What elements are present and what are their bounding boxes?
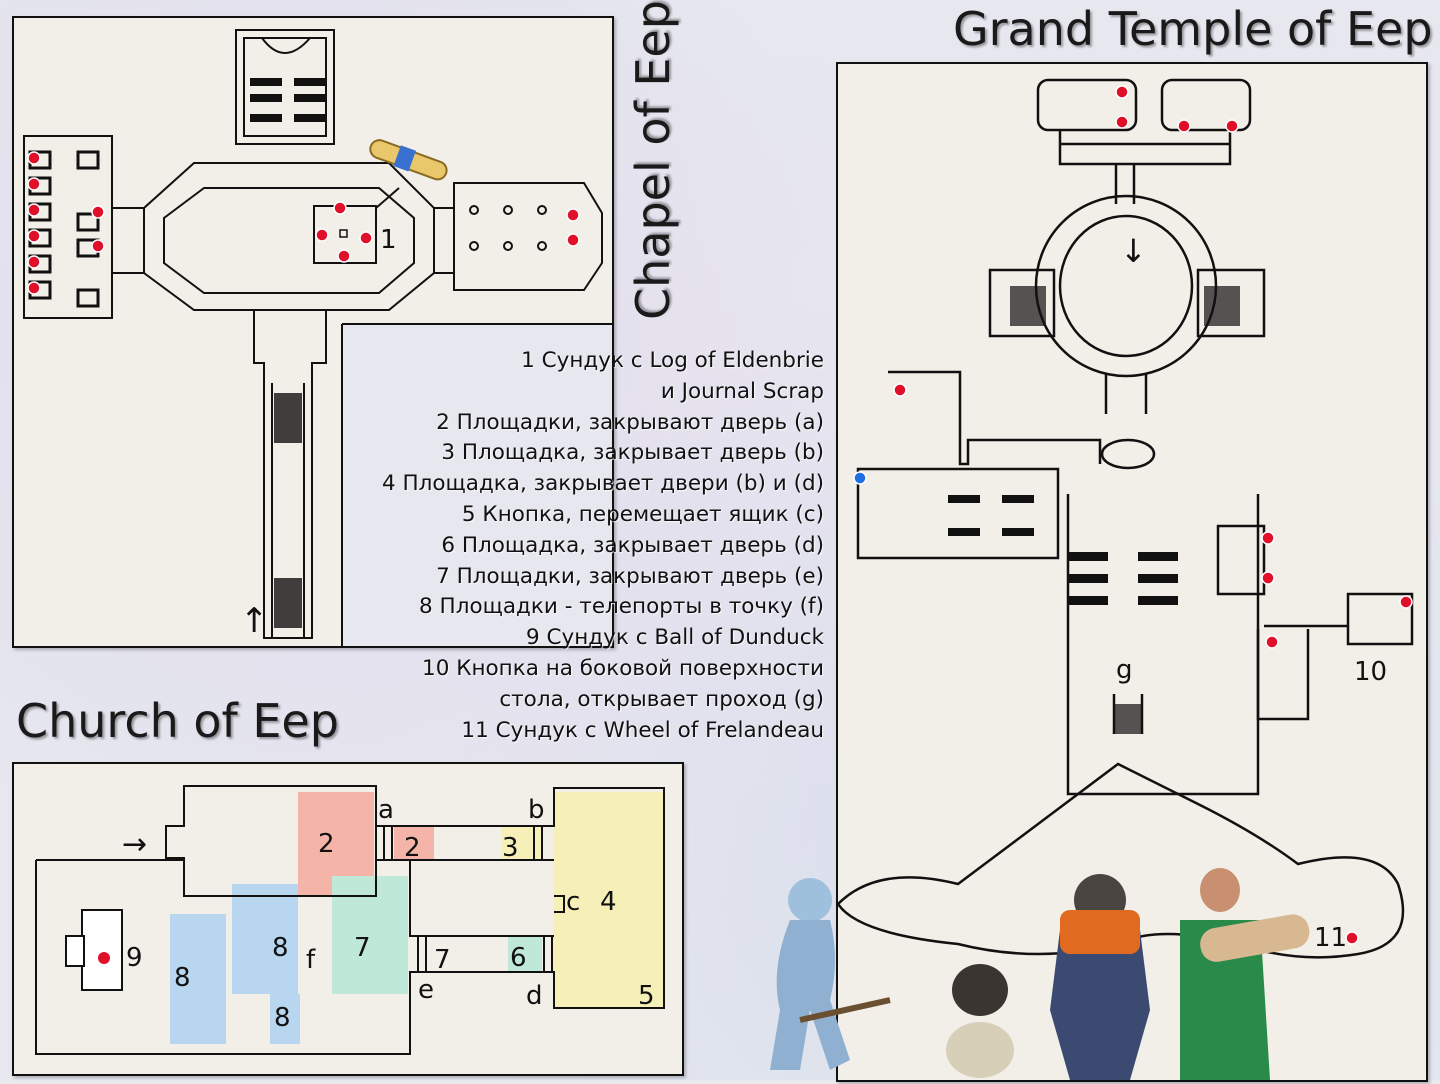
- zone-label: 5: [638, 981, 655, 1011]
- church-map-panel: a b c d e f → 2 2 3 4 5 6 7 7 8 8 8 9: [12, 762, 684, 1076]
- temple-arrow-icon: ↓: [1120, 232, 1147, 270]
- box-c-label: c: [566, 887, 580, 917]
- zone-2: [394, 826, 434, 860]
- chapel-chest-1-label: 1: [380, 225, 397, 255]
- zone-8: [170, 914, 226, 1044]
- temple-chest-markers: [893, 85, 1413, 945]
- temple-passage-g-label: g: [1116, 655, 1133, 685]
- church-map: a b c d e f → 2 2 3 4 5 6 7 7 8 8 8 9: [35, 785, 665, 1055]
- legend-line: 1 Сундук с Log of Eldenbrie: [521, 348, 824, 373]
- zone-label: 8: [274, 1003, 291, 1033]
- zone-8: [232, 884, 298, 994]
- legend-line: 6 Площадка, закрывает дверь (d): [441, 532, 824, 558]
- door-b-label: b: [528, 795, 545, 825]
- zone-label: 8: [174, 963, 191, 993]
- church-entry-arrow-icon: →: [122, 827, 147, 862]
- zone-label: 7: [354, 933, 371, 963]
- zone-label: 6: [510, 943, 527, 973]
- legend-line: 2 Площадки, закрывают дверь (a): [436, 409, 824, 435]
- zone-label: 7: [434, 945, 451, 975]
- zone-8: [270, 994, 300, 1044]
- bearded-man-figure: [1180, 868, 1310, 1080]
- chapel-map-panel: 1 ↑: [12, 16, 614, 648]
- zone-label: 3: [502, 833, 519, 863]
- small-rat-figure: [946, 964, 1014, 1078]
- legend-line: стола, открывает проход (g): [499, 686, 824, 712]
- legend-line: 3 Площадка, закрывает дверь (b): [441, 440, 824, 466]
- chapel-chest-markers: [27, 151, 580, 295]
- legend-line: 10 Кнопка на боковой поверхности: [422, 655, 824, 681]
- temple-button-marker: [853, 471, 867, 485]
- zone-3: [502, 826, 542, 860]
- door-d-label: d: [526, 981, 543, 1011]
- zone-label: 2: [318, 829, 335, 859]
- legend-line: 5 Кнопка, перемещает ящик (c): [461, 501, 824, 527]
- church-title: Church of Eep: [16, 694, 339, 748]
- legend-line: 4 Площадка, закрывает двери (b) и (d): [381, 471, 824, 497]
- chapel-title: Chapel of Eep: [626, 0, 680, 320]
- scroll-icon: [369, 139, 448, 181]
- door-e-label: e: [418, 975, 434, 1005]
- zone-6: [508, 936, 542, 972]
- grand-temple-title: Grand Temple of Eep: [953, 2, 1433, 56]
- zone-label: 9: [126, 943, 143, 973]
- zone-label: 4: [600, 887, 617, 917]
- rat-warrior-figure: [1050, 874, 1150, 1080]
- chapel-entry-arrow-icon: ↑: [240, 601, 269, 641]
- legend-line: 8 Площадки - телепорты в точку (f): [419, 594, 824, 620]
- legend-line: 9 Сундук с Ball of Dunduck: [526, 625, 824, 651]
- creature-characters-illustration: [770, 868, 1310, 1080]
- chapel-map: 1 ↑: [23, 29, 614, 648]
- zone-label: 2: [404, 833, 421, 863]
- chest-9-icon: [65, 909, 123, 991]
- legend-line: 11 Сундук с Wheel of Frelandeau: [461, 717, 824, 743]
- legend-line: 7 Площадки, закрывают дверь (e): [436, 563, 824, 589]
- door-a-label: a: [378, 795, 394, 825]
- temple-button-10-label: 10: [1354, 657, 1387, 687]
- map-legend: 1 Сундук с Log of Eldenbrie и Journal Sc…: [382, 346, 824, 746]
- legend-line: и Journal Scrap: [660, 378, 824, 404]
- zone-4-5: [554, 792, 664, 1008]
- point-f-label: f: [306, 945, 316, 975]
- temple-chest-11-label: 11: [1314, 923, 1347, 953]
- blue-creature-figure: [770, 878, 891, 1070]
- zone-label: 8: [272, 933, 289, 963]
